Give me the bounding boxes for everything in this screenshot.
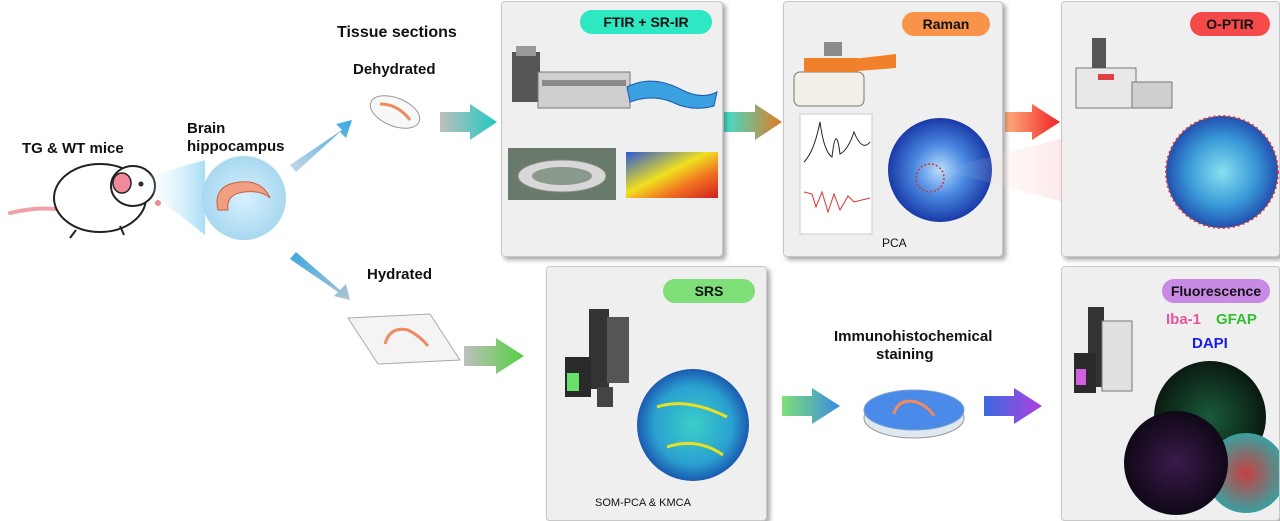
som-caption: SOM-PCA & KMCA — [595, 497, 691, 509]
zoom-cone — [135, 160, 205, 235]
mice-label: TG & WT mice — [22, 140, 124, 157]
hydrated-slide — [347, 313, 461, 365]
arrow-to-fluorescence — [984, 388, 1042, 424]
optir-panel: O-PTIR — [1061, 1, 1280, 257]
staining-label: staining — [876, 346, 934, 363]
ftir-pill: FTIR + SR-IR — [580, 10, 712, 34]
mouse-illustration — [8, 163, 161, 239]
optir-artwork — [1075, 38, 1279, 229]
fluorescence-pill: Fluorescence — [1162, 279, 1270, 303]
dapi-label: DAPI — [1192, 335, 1228, 352]
fluorescence-panel: Fluorescence Iba-1 GFAP DAPI — [1061, 266, 1280, 521]
fluorescence-artwork — [1074, 307, 1279, 515]
arrow-to-ftir — [440, 104, 497, 140]
ftir-panel: FTIR + SR-IR — [501, 1, 723, 257]
srs-panel: SRS SOM-PCA & KMCA — [546, 266, 767, 521]
dehydrated-label: Dehydrated — [353, 61, 436, 78]
petri-dish — [863, 389, 965, 439]
arrow-to-staining — [782, 388, 840, 424]
arrow-to-srs — [464, 338, 524, 374]
tissue-sections-label: Tissue sections — [337, 24, 457, 41]
arrow-to-hydrated — [290, 252, 350, 300]
iba1-label: Iba-1 — [1166, 311, 1202, 328]
arrow-to-raman — [724, 104, 782, 140]
arrow-to-dehydrated — [290, 120, 352, 172]
immuno-label: Immunohistochemical — [834, 328, 993, 345]
pca-caption: PCA — [882, 236, 907, 250]
brain-label: Brain — [187, 120, 226, 137]
optir-pill: O-PTIR — [1190, 12, 1270, 36]
hydrated-label: Hydrated — [367, 266, 433, 283]
ftir-artwork — [508, 46, 718, 200]
dehydrated-section — [369, 95, 421, 129]
srs-artwork — [565, 309, 749, 481]
srs-pill: SRS — [663, 279, 755, 303]
arrow-to-optir — [1005, 104, 1060, 140]
hippocampus-label: hippocampus — [187, 138, 285, 155]
gfap-label: GFAP — [1216, 311, 1257, 328]
brain-illustration — [202, 156, 286, 240]
raman-pill: Raman — [902, 12, 990, 36]
